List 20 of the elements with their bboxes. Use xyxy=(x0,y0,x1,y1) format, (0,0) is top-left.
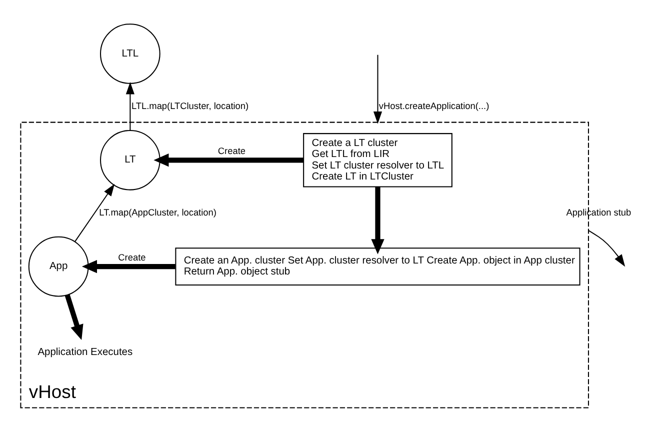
arrow xyxy=(154,153,304,166)
edge-label: vHost.createApplication(...) xyxy=(378,100,490,111)
arrow xyxy=(64,294,84,340)
edge-label: Create xyxy=(218,146,246,156)
node-circle: LT xyxy=(100,129,160,190)
node-text: Application Executes xyxy=(38,346,133,358)
arrow xyxy=(82,259,176,273)
edge-label: Application stub xyxy=(566,207,632,218)
arrow xyxy=(371,186,384,254)
node-circle: App xyxy=(28,236,89,296)
arrow xyxy=(126,82,134,130)
edge-label: LT.map(AppCluster, location) xyxy=(99,207,216,218)
node-circle: LTL xyxy=(100,23,160,84)
node-box: Create an App. cluster Set App. cluster resolver to LT Create App. object in App cluster Return App. object stub xyxy=(175,247,580,285)
node-box: Create a LT cluster Get LTL from LIR Set LT cluster resolver to LTL Create LT in LTCluster xyxy=(303,132,452,187)
arrow xyxy=(373,54,382,124)
edge-label: Create xyxy=(118,252,146,262)
arrow xyxy=(74,183,115,242)
edge-label: LTL.map(LTCluster, location) xyxy=(131,100,249,111)
arrow xyxy=(588,229,626,266)
